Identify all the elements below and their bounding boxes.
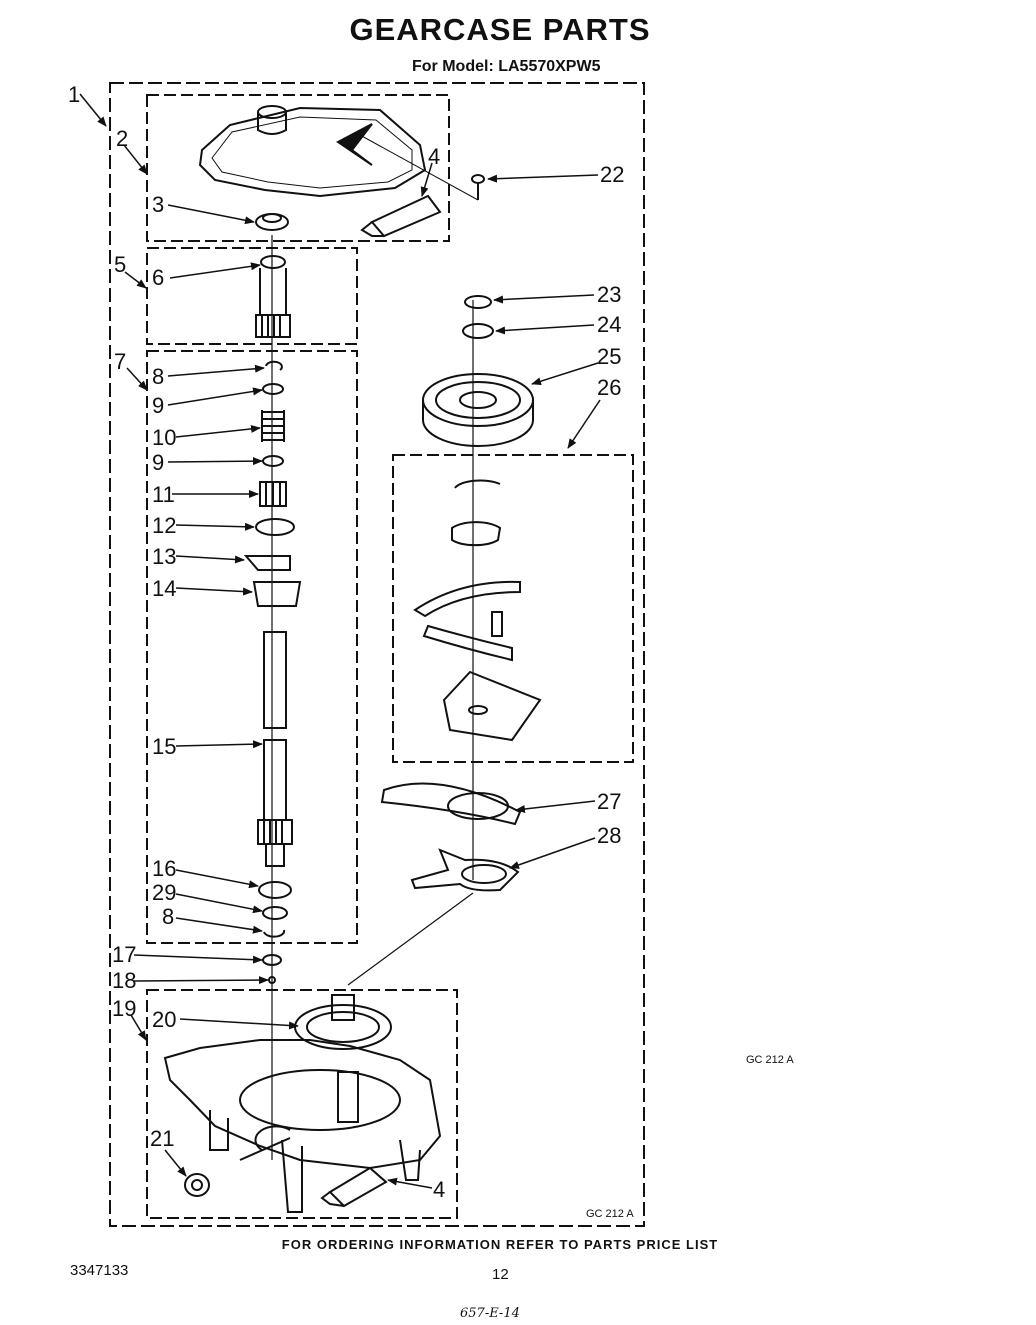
callout-11: 11 [152,482,175,507]
callout-29: 29 [152,880,176,905]
callout-5: 5 [114,252,126,277]
group-box-shaft [146,350,358,944]
grease-tube-part [360,194,442,238]
callout-9-upper: 9 [152,393,164,418]
gearcase-body-part [163,994,442,1213]
group-box-cover [146,94,450,242]
callout-9-lower: 9 [152,450,164,475]
shaft-stack-parts [243,360,302,607]
page-number: 12 [492,1266,509,1283]
callout-4-top: 4 [428,144,440,169]
figure-code-boxed: GC 212 A [586,1208,634,1220]
callout-24: 24 [597,312,621,337]
group-box-clutch [146,247,358,345]
callout-22: 22 [600,162,624,187]
lower-washer-parts [258,881,292,984]
callout-8-lower: 8 [162,904,174,929]
callout-4-bottom: 4 [433,1177,445,1202]
seal-part [255,213,289,231]
screw-part [471,174,485,200]
group-box-shift [392,454,634,763]
right-stack-parts [380,295,542,892]
callout-23: 23 [597,282,621,307]
callout-13: 13 [152,544,176,569]
callout-14: 14 [152,576,176,601]
figure-code-right: GC 212 A [746,1054,794,1066]
agitator-shaft-part [257,631,293,867]
callout-27: 27 [597,789,621,814]
callout-18: 18 [112,968,136,993]
callout-16: 16 [152,856,176,881]
callout-12: 12 [152,513,176,538]
gearcase-cover-part [198,105,427,198]
model-subtitle: For Model: LA5570XPW5 [412,58,601,75]
callout-21: 21 [150,1126,174,1151]
callout-17: 17 [112,942,136,967]
clutch-part [255,255,291,338]
callout-2: 2 [116,126,128,151]
callout-28: 28 [597,823,621,848]
callout-6: 6 [152,265,164,290]
leader-arrows [79,93,601,1189]
callout-8-upper: 8 [152,364,164,389]
callout-15: 15 [152,734,176,759]
outer-assembly-frame [109,82,645,1227]
page-title: GEARCASE PARTS [349,12,651,47]
document-number: 3347133 [70,1262,129,1279]
callout-19: 19 [112,996,136,1021]
ordering-note: FOR ORDERING INFORMATION REFER TO PARTS … [281,1237,719,1252]
callout-1: 1 [68,82,80,107]
handwritten-note: 657-E-14 [460,1306,520,1321]
callout-7: 7 [114,349,126,374]
callout-3: 3 [152,192,164,217]
callout-25: 25 [597,344,621,369]
group-box-gearcase [146,989,458,1219]
callout-20: 20 [152,1007,176,1032]
callout-26: 26 [597,375,621,400]
lower-seal-and-grease [184,1166,388,1208]
callout-labels: 1 2 3 4 22 5 6 23 24 7 25 8 26 9 10 9 11… [68,82,624,1202]
callout-10: 10 [152,425,176,450]
